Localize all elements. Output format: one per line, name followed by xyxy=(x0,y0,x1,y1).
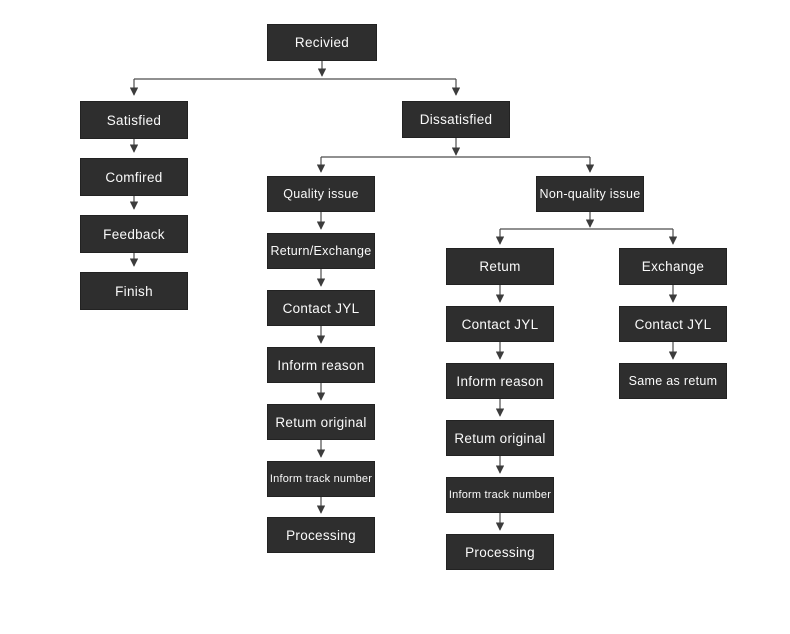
node-contact-jyl-quality: Contact JYL xyxy=(267,290,375,326)
node-finish: Finish xyxy=(80,272,188,310)
node-same-as-return: Same as retum xyxy=(619,363,727,399)
node-non-quality-issue: Non-quality issue xyxy=(536,176,644,212)
node-return-original-quality: Retum original xyxy=(267,404,375,440)
node-inform-reason-quality: Inform reason xyxy=(267,347,375,383)
node-comfired: Comfired xyxy=(80,158,188,196)
node-processing-quality: Processing xyxy=(267,517,375,553)
node-satisfied: Satisfied xyxy=(80,101,188,139)
node-dissatisfied: Dissatisfied xyxy=(402,101,510,138)
node-feedback: Feedback xyxy=(80,215,188,253)
node-inform-track-quality: Inform track number xyxy=(267,461,375,497)
node-inform-track-return: Inform track number xyxy=(446,477,554,513)
node-contact-jyl-exchange: Contact JYL xyxy=(619,306,727,342)
node-return: Retum xyxy=(446,248,554,285)
node-return-exchange: Return/Exchange xyxy=(267,233,375,269)
node-quality-issue: Quality issue xyxy=(267,176,375,212)
node-contact-jyl-return: Contact JYL xyxy=(446,306,554,342)
node-processing-return: Processing xyxy=(446,534,554,570)
node-received: Recivied xyxy=(267,24,377,61)
node-inform-reason-return: Inform reason xyxy=(446,363,554,399)
node-exchange: Exchange xyxy=(619,248,727,285)
node-return-original-return: Retum original xyxy=(446,420,554,456)
